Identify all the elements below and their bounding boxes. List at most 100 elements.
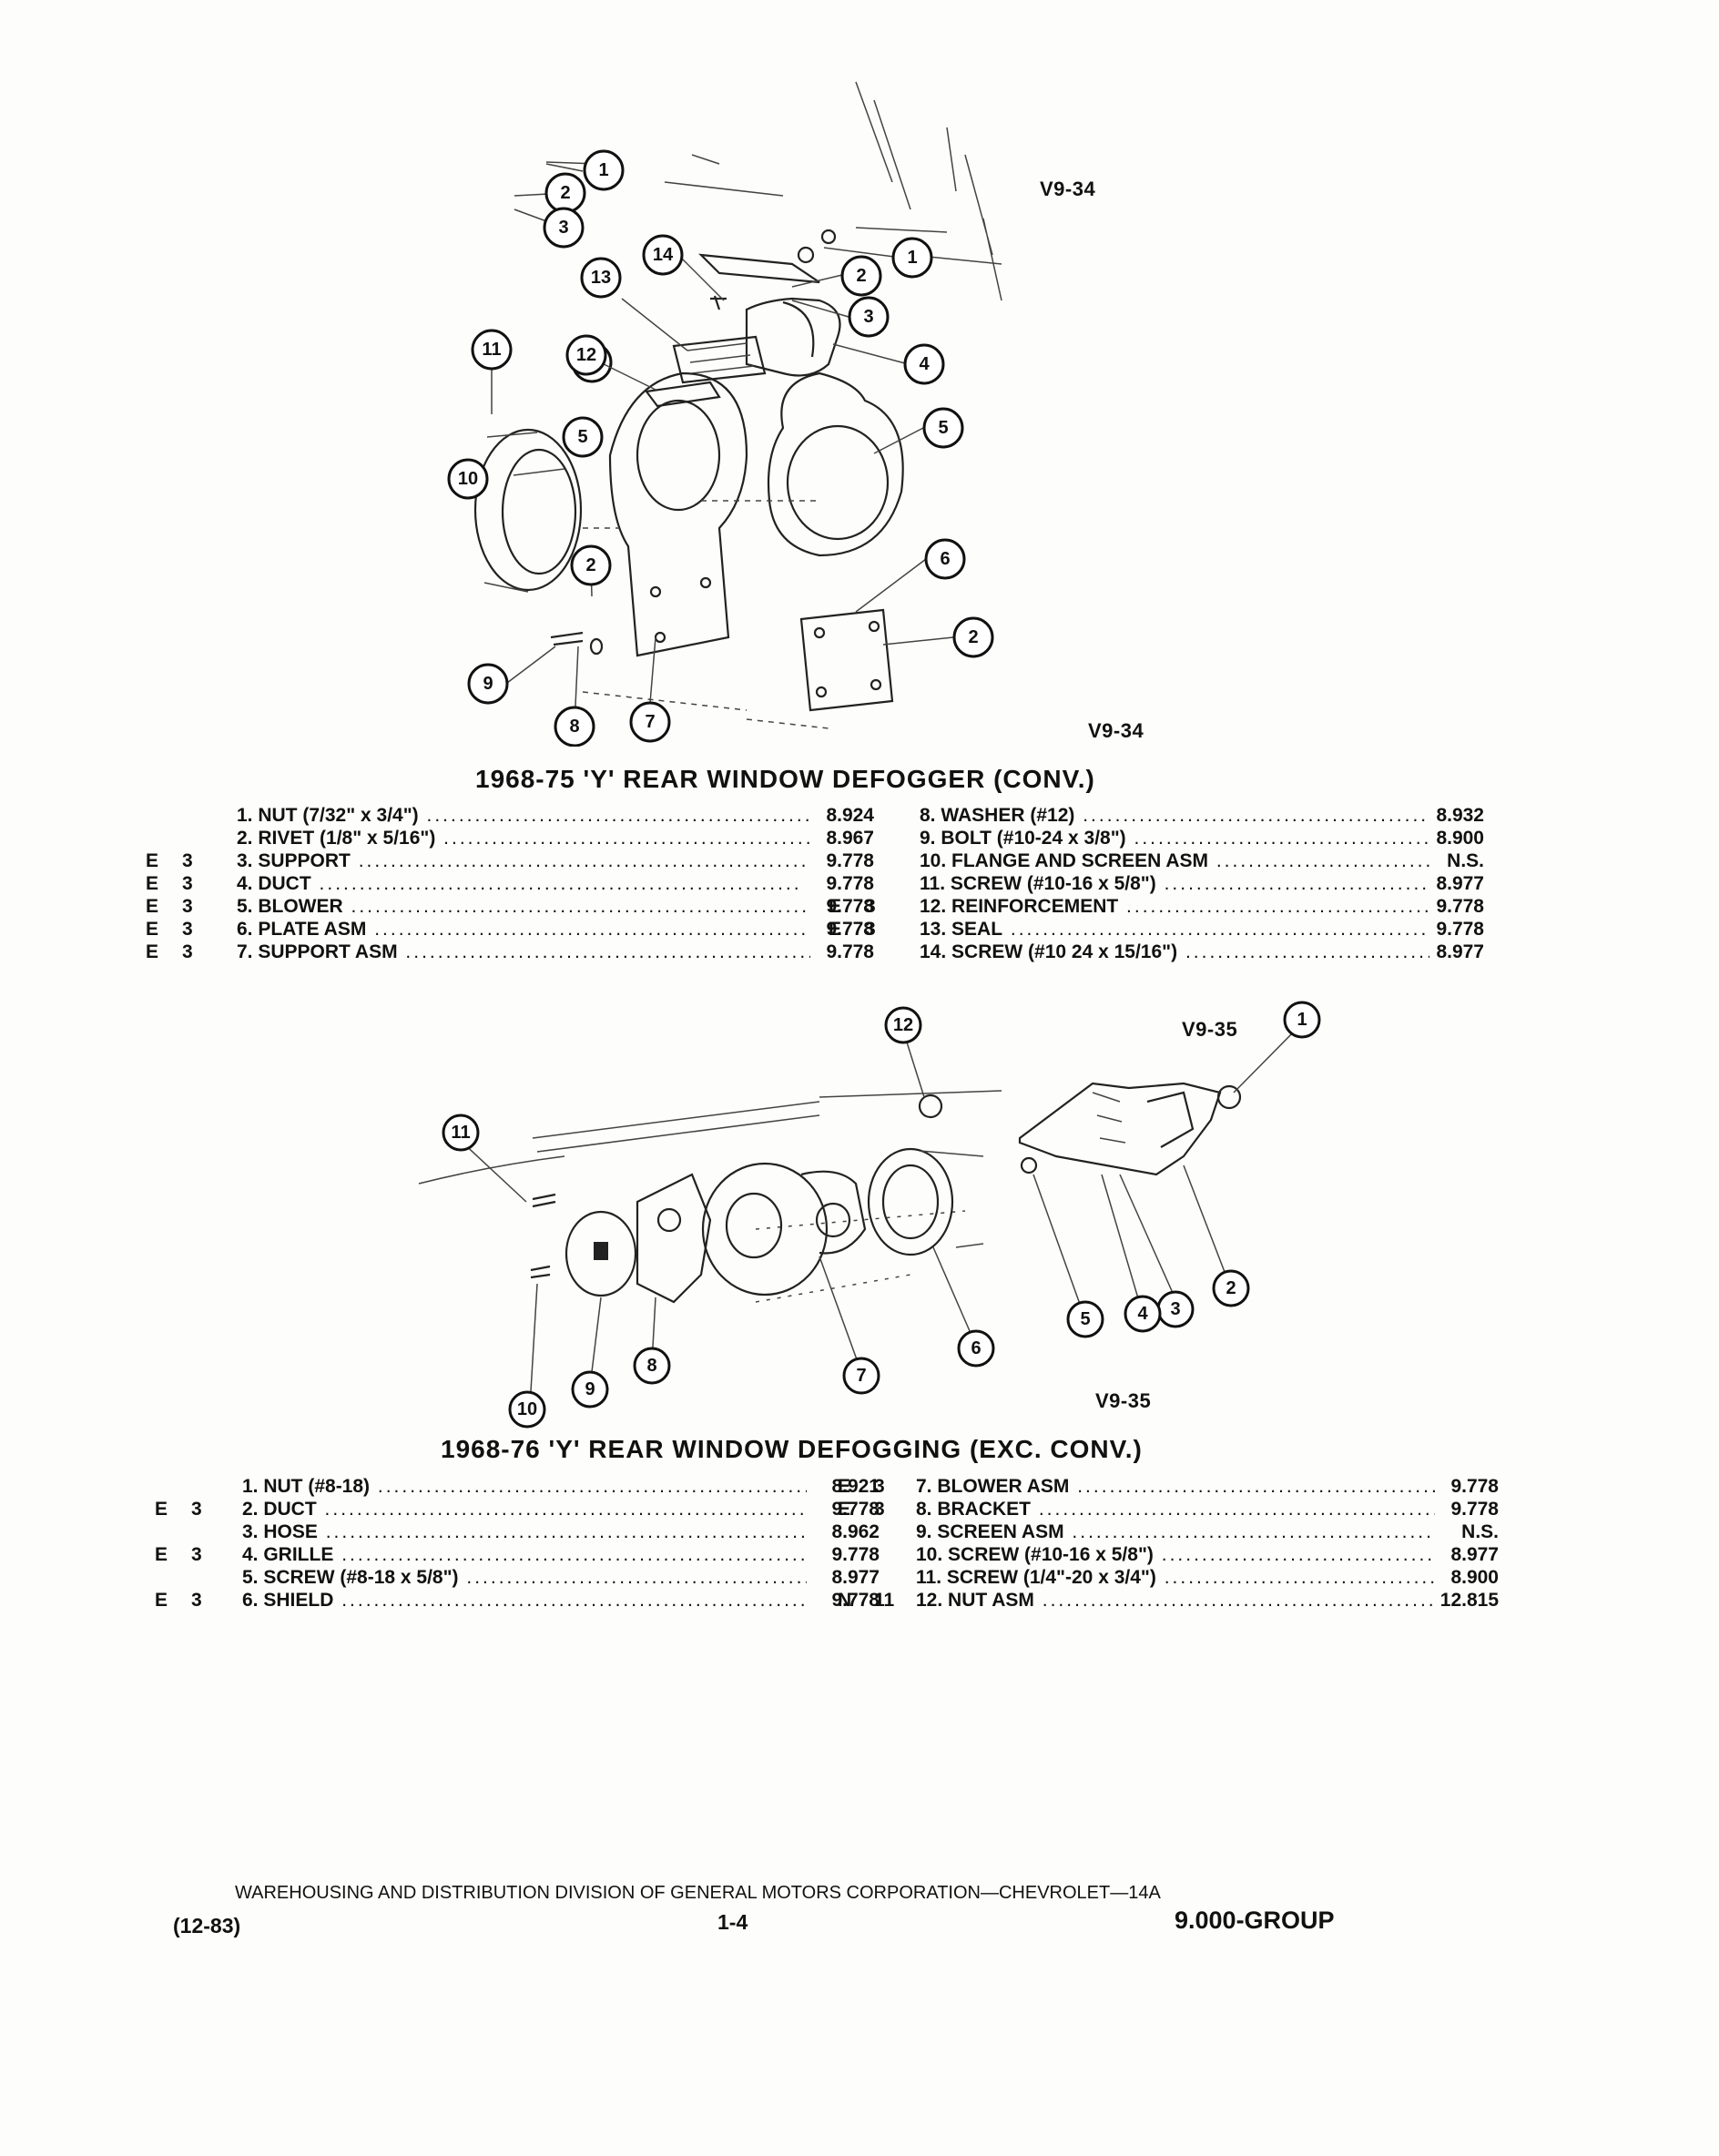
part-row: 8. WASHER (#12) ........................…: [829, 804, 1484, 827]
figure-code-top: V9-34: [1040, 178, 1096, 200]
svg-text:11: 11: [451, 1123, 470, 1143]
leader-dots: ........................................…: [333, 1544, 807, 1565]
callout-4: 4: [1124, 1295, 1162, 1333]
callouts-v9-34: 1 2 3 4 5 6 2 7 8 9 10 2 11 12 13 14: [0, 0, 1719, 747]
callout-8: 8: [554, 706, 595, 747]
callout-10: 10: [447, 458, 489, 500]
part-row: 1. NUT (#8-18) .........................…: [242, 1476, 880, 1497]
svg-text:14: 14: [653, 245, 674, 265]
part-row: 9. BOLT (#10-24 x 3/8") ................…: [829, 827, 1484, 849]
diagram-v9-35: 1 2 3 4 5 6 7 8 9 10 11 12: [0, 983, 1719, 1439]
leader-dots: ........................................…: [1134, 828, 1429, 849]
svg-text:7: 7: [856, 1366, 866, 1386]
callout-7: 7: [842, 1357, 880, 1395]
exploded-view-defogging-exc-conv: 1 2 3 4 5 6 7 8 9 10 11 12: [418, 1001, 1321, 1429]
footer-date: (12-83): [173, 1914, 241, 1937]
callout-3: 3: [514, 207, 585, 249]
svg-text:5: 5: [577, 427, 587, 447]
leader-dots: ........................................…: [466, 1567, 807, 1588]
callout-12: 12: [884, 1006, 922, 1044]
svg-text:10: 10: [458, 469, 478, 489]
part-row: 11. SCREW (#10-16 x 5/8") ..............…: [829, 872, 1484, 895]
svg-text:4: 4: [1137, 1304, 1148, 1324]
callout-12: 12: [565, 334, 607, 376]
callout-2: 2: [1212, 1269, 1250, 1307]
svg-text:6: 6: [940, 549, 950, 569]
callout-10: 10: [508, 1390, 546, 1429]
parts-list-left-2: 1. NUT (#8-18) .........................…: [155, 1475, 880, 1612]
svg-text:1: 1: [1297, 1010, 1307, 1030]
svg-text:4: 4: [919, 354, 930, 374]
part-row: 1. NUT (7/32" x 3/4") ..................…: [146, 804, 874, 827]
svg-text:11: 11: [482, 340, 501, 360]
leader-dots: ........................................…: [342, 896, 811, 917]
svg-text:2: 2: [585, 555, 595, 575]
svg-text:12: 12: [576, 345, 596, 365]
callout-7: 7: [629, 701, 671, 743]
leader-dots: ........................................…: [1077, 1476, 1435, 1497]
leader-dots: ........................................…: [350, 850, 810, 871]
leader-dots: ........................................…: [1164, 1567, 1435, 1588]
svg-text:8: 8: [646, 1356, 656, 1376]
parts-list-left-1: 1. NUT (7/32" x 3/4") ..................…: [146, 804, 874, 963]
svg-text:2: 2: [1226, 1278, 1236, 1298]
svg-text:3: 3: [863, 307, 873, 327]
svg-text:7: 7: [645, 712, 655, 732]
part-row: 2. RIVET (1/8" x 5/16") ................…: [146, 827, 874, 849]
part-row: 9. SCREEN ASM ..........................…: [838, 1520, 1499, 1543]
callout-1: 1: [891, 237, 933, 279]
leader-dots: ........................................…: [1161, 1544, 1435, 1565]
figure-code-bottom-v9-34: V9-34: [1088, 719, 1144, 742]
svg-text:5: 5: [1080, 1309, 1090, 1329]
leader-dots: ........................................…: [1038, 1499, 1435, 1520]
leader-dots: ........................................…: [443, 828, 810, 849]
svg-text:5: 5: [938, 418, 948, 438]
callout-2b: 2: [952, 616, 994, 658]
leader-dots: ........................................…: [1216, 850, 1429, 871]
svg-text:9: 9: [483, 674, 493, 694]
callout-4: 4: [903, 343, 945, 385]
section-title-defogger-conv: 1968-75 'Y' REAR WINDOW DEFOGGER (CONV.): [475, 765, 1095, 793]
part-row: 11. SCREW (1/4"-20 x 3/4") .............…: [838, 1566, 1499, 1589]
part-row: 3. HOSE ................................…: [242, 1521, 880, 1542]
callout-11: 11: [442, 1114, 480, 1152]
callout-1: 1: [1283, 1001, 1321, 1039]
footer-page-number: 1-4: [717, 1910, 748, 1934]
leader-dots: ........................................…: [405, 941, 810, 962]
part-row: 14. SCREW (#10 24 x 15/16") ............…: [829, 941, 1484, 963]
figure-code-bottom-v9-35: V9-35: [1095, 1389, 1152, 1412]
callout-6: 6: [924, 538, 966, 580]
callout-6: 6: [957, 1329, 995, 1368]
part-row: 10. FLANGE AND SCREEN ASM ..............…: [829, 849, 1484, 872]
parts-list-right-1: 8. WASHER (#12) ........................…: [829, 804, 1484, 963]
svg-text:1: 1: [598, 160, 608, 180]
svg-text:13: 13: [591, 268, 611, 288]
svg-text:3: 3: [1170, 1299, 1180, 1319]
svg-text:2: 2: [560, 183, 570, 203]
leader-dots: ........................................…: [1164, 873, 1429, 894]
callout-11: 11: [471, 329, 513, 371]
leader-dots: ........................................…: [310, 873, 802, 894]
svg-text:1: 1: [907, 248, 917, 268]
callout-14: 14: [642, 234, 684, 276]
callout-3: 3: [848, 296, 890, 338]
svg-text:12: 12: [893, 1015, 913, 1035]
leader-dots: ........................................…: [316, 1499, 807, 1520]
part-row: 5. SCREW (#8-18 x 5/8") ................…: [155, 1566, 880, 1589]
leader-dots: ........................................…: [1010, 919, 1429, 940]
callout-8: 8: [633, 1347, 671, 1385]
leader-dots: ........................................…: [317, 1521, 807, 1542]
svg-text:9: 9: [585, 1379, 595, 1399]
